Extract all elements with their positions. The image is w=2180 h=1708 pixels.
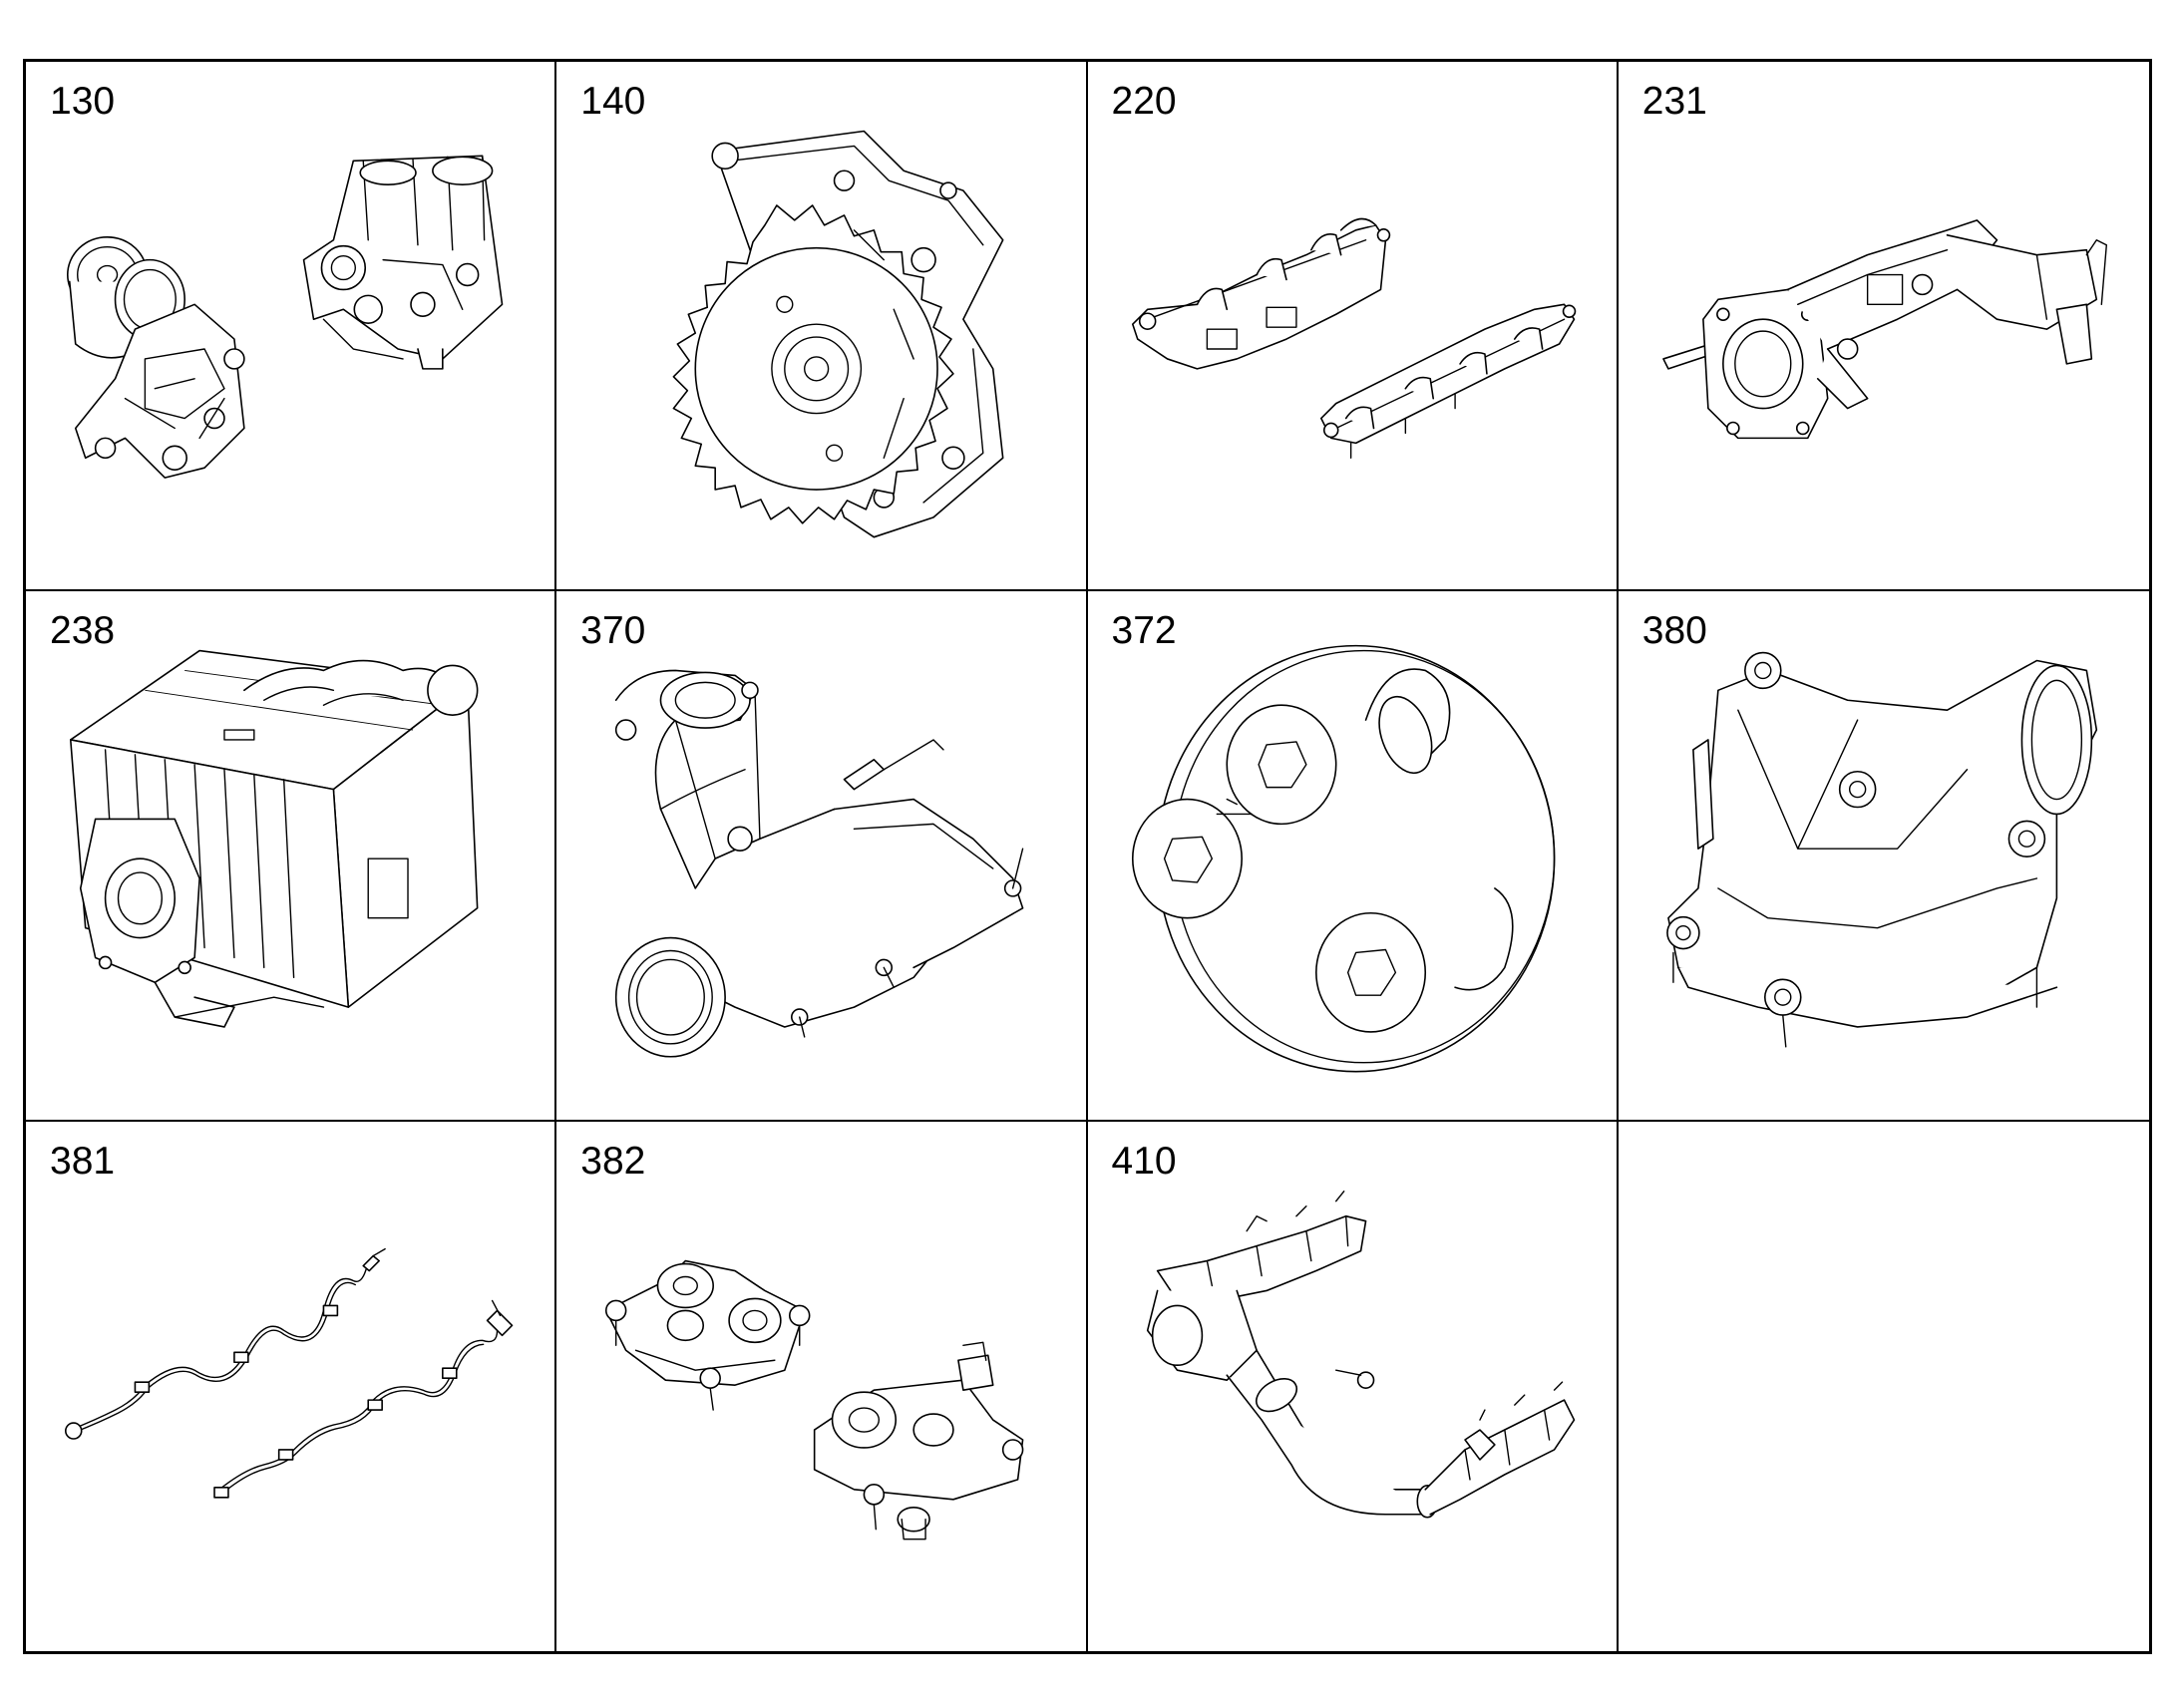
part-cell[interactable]: 382 <box>556 1121 1088 1651</box>
turbo-pipe-assembly-icon <box>1088 1122 1617 1651</box>
part-number: 380 <box>1641 609 1707 653</box>
part-number: 220 <box>1111 80 1177 123</box>
part-cell[interactable]: 410 <box>1088 1121 1619 1651</box>
part-cell[interactable]: 130 <box>26 62 557 592</box>
part-number: 382 <box>580 1139 646 1183</box>
part-cell[interactable]: 372 <box>1087 591 1619 1122</box>
coolant-pipe-icon <box>556 591 1085 1119</box>
adapter-flange-icon <box>1088 591 1617 1119</box>
part-number: 140 <box>580 80 646 123</box>
coolant-outlet-housing-icon <box>556 1122 1085 1651</box>
part-cell[interactable]: 381 <box>26 1121 557 1651</box>
part-cell[interactable]: 220 <box>1087 62 1619 592</box>
wiring-harness-icon <box>26 1122 554 1651</box>
empty-cell <box>1619 1122 2149 1651</box>
exhaust-manifold-icon <box>1088 62 1617 589</box>
parts-catalog-grid: 130 <box>23 59 2152 1654</box>
part-cell[interactable]: 370 <box>556 591 1088 1122</box>
part-cell[interactable]: 238 <box>26 591 557 1122</box>
part-number: 130 <box>50 80 116 123</box>
egr-valve-housing-icon <box>1619 62 2149 589</box>
part-number: 370 <box>580 609 646 653</box>
oil-filter-module-icon <box>26 62 554 589</box>
part-number: 372 <box>1111 609 1177 653</box>
part-number: 381 <box>50 1139 116 1183</box>
part-cell[interactable]: 140 <box>556 62 1088 592</box>
thermostat-housing-icon <box>1619 591 2149 1119</box>
oil-pump-gear-icon <box>556 62 1085 589</box>
part-number: 410 <box>1111 1139 1177 1183</box>
part-number: 238 <box>50 609 116 653</box>
egr-cooler-icon <box>26 591 554 1119</box>
part-cell[interactable]: 231 <box>1618 62 2149 592</box>
part-number: 231 <box>1641 80 1707 123</box>
part-cell[interactable]: 380 <box>1618 591 2149 1122</box>
